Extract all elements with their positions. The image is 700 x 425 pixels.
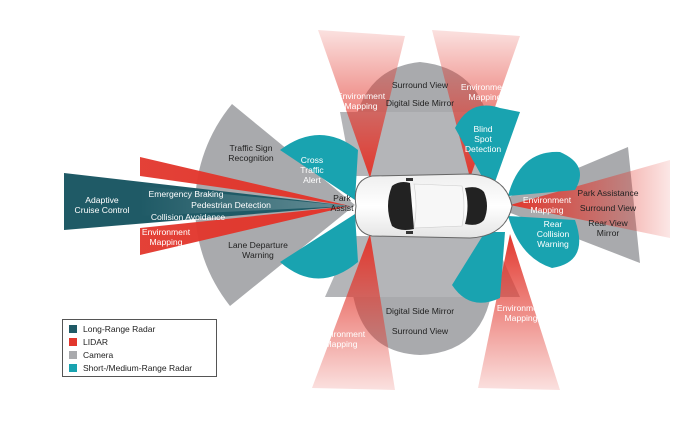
- surround-view-top-label: Surround View: [392, 80, 449, 90]
- adaptive-cruise-label-1: Adaptive: [85, 195, 119, 205]
- blind-spot-label-1: Blind: [473, 124, 492, 134]
- lidar-top-right-zone: [432, 30, 520, 178]
- legend-item: Long-Range Radar: [69, 323, 216, 335]
- env-mapping-rear-label-1: Environment: [523, 195, 572, 205]
- lidar-front-mapping-zone: [140, 206, 350, 255]
- lidar-bottom-right-zone: [478, 234, 560, 390]
- legend-swatch: [69, 338, 77, 346]
- digital-mirror-bottom-label: Digital Side Mirror: [386, 306, 454, 316]
- rear-collision-label-1: Rear: [544, 219, 563, 229]
- env-mapping-top-right-label-1: Environment: [461, 82, 510, 92]
- surround-view-bottom-label: Surround View: [392, 326, 449, 336]
- legend-swatch: [69, 325, 77, 333]
- lidar-front-zone: [140, 157, 350, 206]
- lidar-rear-zone: [510, 160, 670, 238]
- rear-view-mirror-label-1: Rear View: [588, 218, 628, 228]
- radar-blind-spot-top-zone: [455, 105, 520, 182]
- park-assist-front-label-2: Assist: [331, 203, 355, 213]
- adaptive-cruise-label-2: Cruise Control: [75, 205, 130, 215]
- collision-avoidance-label: Collision Avoidance: [151, 212, 226, 222]
- lidar-top-left-zone: [318, 30, 405, 178]
- park-assist-front-label-1: Park: [333, 193, 351, 203]
- env-mapping-bottom-left-label-2: Mapping: [325, 339, 358, 349]
- lidar-bottom-left-zone: [312, 234, 395, 390]
- legend-label: Short-/Medium-Range Radar: [83, 363, 193, 373]
- legend-item: LIDAR: [69, 336, 216, 348]
- blind-spot-label-3: Detection: [465, 144, 502, 154]
- env-mapping-bottom-right-label-2: Mapping: [505, 313, 538, 323]
- env-mapping-top-left-label-2: Mapping: [345, 101, 378, 111]
- env-mapping-top-left-label-1: Environment: [337, 91, 386, 101]
- cross-traffic-label-2: Traffic: [300, 165, 324, 175]
- radar-front-left-bottom-zone: [280, 214, 358, 279]
- pedestrian-detection-label: Pedestrian Detection: [191, 200, 271, 210]
- legend-item: Short-/Medium-Range Radar: [69, 362, 216, 374]
- legend-box: Long-Range Radar LIDAR Camera Short-/Med…: [62, 319, 217, 377]
- front-beam-highlight: [140, 186, 350, 216]
- legend-swatch: [69, 351, 77, 359]
- env-mapping-bottom-left-label-1: Environment: [317, 329, 366, 339]
- car-top-view: [354, 173, 513, 239]
- traffic-sign-label-2: Recognition: [228, 153, 274, 163]
- lane-departure-label-1: Lane Departure: [228, 240, 288, 250]
- rear-collision-label-2: Collision: [537, 229, 570, 239]
- radar-front-left-top-zone: [280, 135, 358, 200]
- radar-rear-top-zone: [508, 151, 580, 196]
- radar-rear-bottom-zone: [508, 216, 580, 268]
- legend-item: Camera: [69, 349, 216, 361]
- rear-collision-label-3: Warning: [537, 239, 569, 249]
- env-mapping-bottom-right-label-1: Environment: [497, 303, 546, 313]
- legend-label: LIDAR: [83, 337, 109, 347]
- emergency-braking-label: Emergency Braking: [149, 189, 224, 199]
- lane-departure-label-2: Warning: [242, 250, 274, 260]
- rear-view-mirror-label-2: Mirror: [597, 228, 620, 238]
- blind-spot-label-2: Spot: [474, 134, 492, 144]
- legend-label: Camera: [83, 350, 114, 360]
- cross-traffic-label-1: Cross: [301, 155, 323, 165]
- digital-mirror-top-label: Digital Side Mirror: [386, 98, 454, 108]
- env-mapping-rear-label-2: Mapping: [531, 205, 564, 215]
- park-assistance-label: Park Assistance: [577, 188, 638, 198]
- env-mapping-top-right-label-2: Mapping: [469, 92, 502, 102]
- cross-traffic-label-3: Alert: [303, 175, 321, 185]
- legend-swatch: [69, 364, 77, 372]
- traffic-sign-label-1: Traffic Sign: [230, 143, 273, 153]
- env-mapping-left-label-1: Environment: [142, 227, 191, 237]
- radar-blind-spot-bottom-zone: [452, 232, 505, 303]
- env-mapping-left-label-2: Mapping: [150, 237, 183, 247]
- surround-view-rear-label: Surround View: [580, 203, 637, 213]
- legend-label: Long-Range Radar: [83, 324, 156, 334]
